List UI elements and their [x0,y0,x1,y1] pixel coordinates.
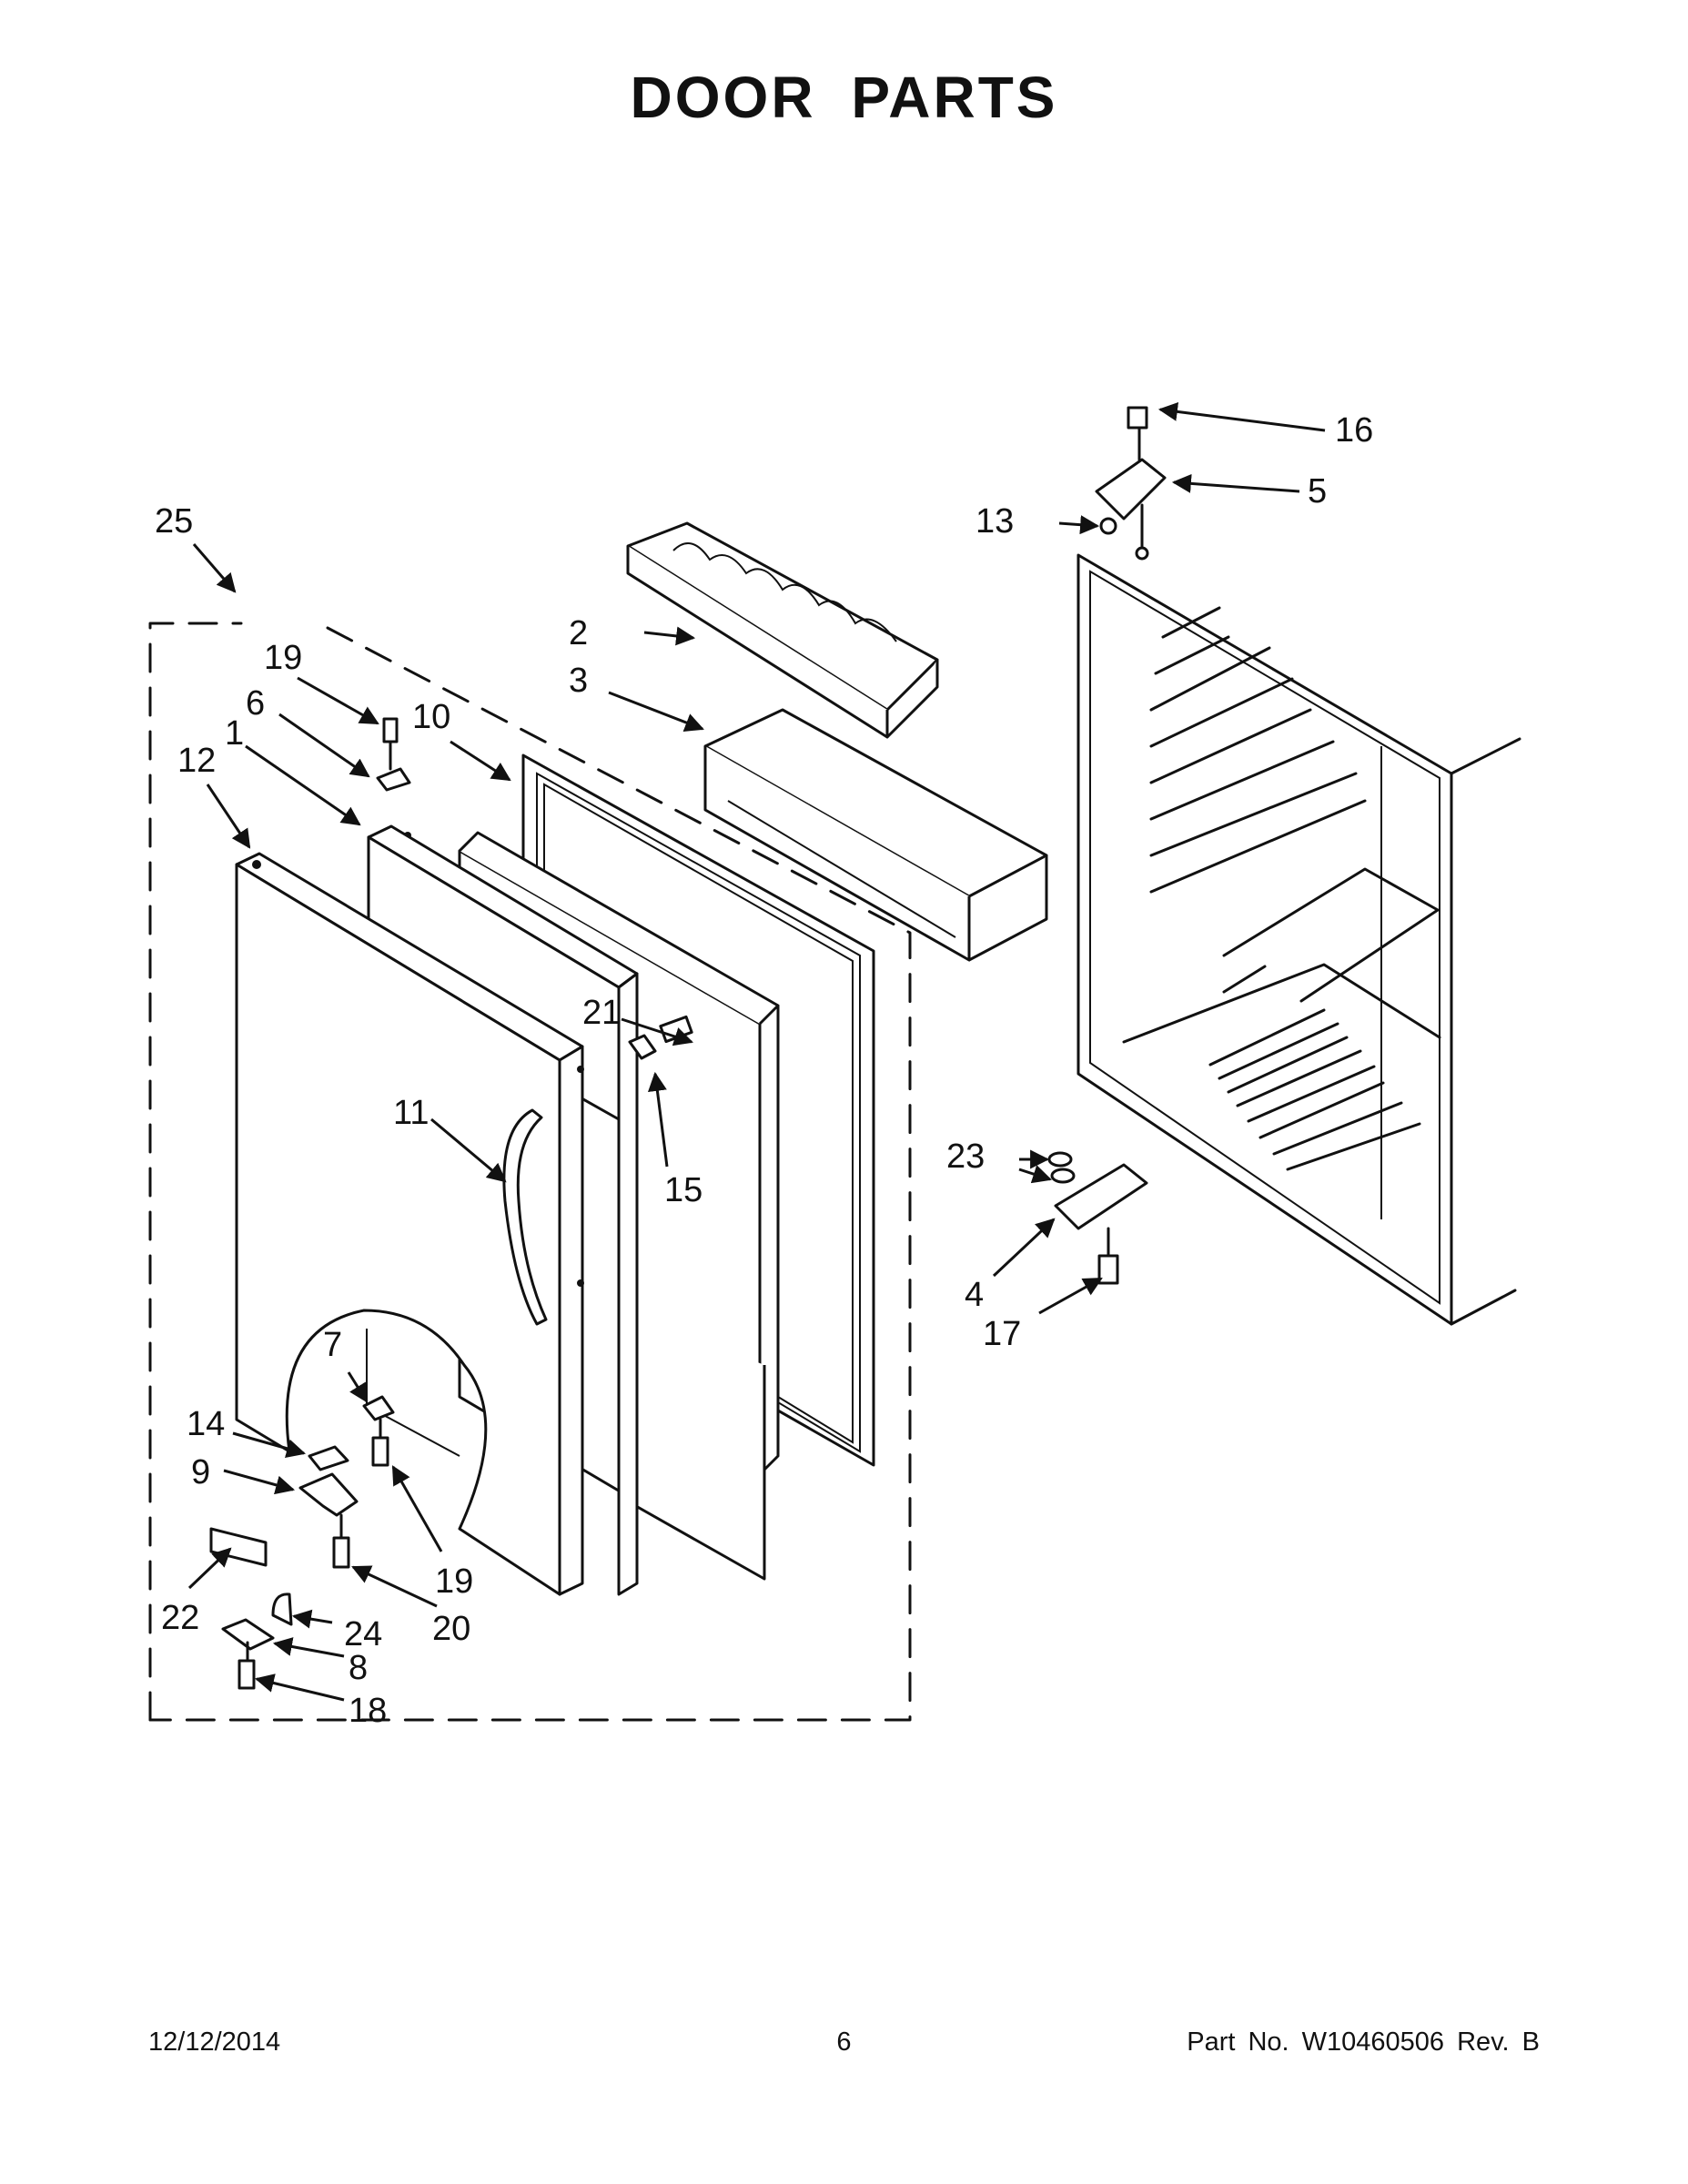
door-bin [703,708,1048,962]
callout-23: 23 [946,1138,985,1176]
leader-arrows [187,401,1326,1702]
callout-7: 7 [323,1326,342,1364]
lower-hinge [1047,1151,1148,1285]
callout-12: 12 [177,742,216,780]
footer-part-number: Part No. W10460506 Rev. B [1187,2027,1540,2057]
cabinet-liner [1076,553,1521,1326]
callout-15: 15 [664,1171,702,1209]
egg-tray [626,521,939,739]
callout-5: 5 [1308,472,1327,511]
callout-3: 3 [569,662,588,700]
callout-4: 4 [965,1276,984,1314]
footer-page-number: 6 [836,2027,852,2057]
callout-16: 16 [1335,411,1373,450]
callout-19-bottom: 19 [435,1562,473,1601]
callout-6: 6 [246,684,265,723]
top-hinge-bracket [376,717,411,792]
upper-hinge [1095,406,1167,561]
callout-9: 9 [191,1453,210,1491]
door-assembly-boundary [148,622,912,1722]
callout-20: 20 [432,1610,470,1648]
callout-10: 10 [412,698,450,736]
door-outer-panel [235,824,639,1596]
callout-14: 14 [187,1405,225,1443]
callout-25: 25 [155,502,193,541]
callout-1: 1 [225,714,244,753]
callout-22: 22 [161,1599,199,1637]
callout-21: 21 [582,994,621,1032]
page-title: DOOR PARTS [630,65,1058,130]
callout-2: 2 [569,614,588,652]
callout-8: 8 [349,1649,368,1687]
callout-19-top: 19 [264,639,302,677]
footer-date: 12/12/2014 [148,2027,281,2057]
callout-13: 13 [975,502,1014,541]
callout-18: 18 [349,1692,387,1730]
callout-11: 11 [393,1094,429,1132]
callout-24: 24 [344,1615,382,1653]
callout-17: 17 [983,1315,1021,1353]
callout-labels: 25 2 3 16 5 13 19 6 1 12 10 21 15 11 23 … [155,411,1373,1730]
